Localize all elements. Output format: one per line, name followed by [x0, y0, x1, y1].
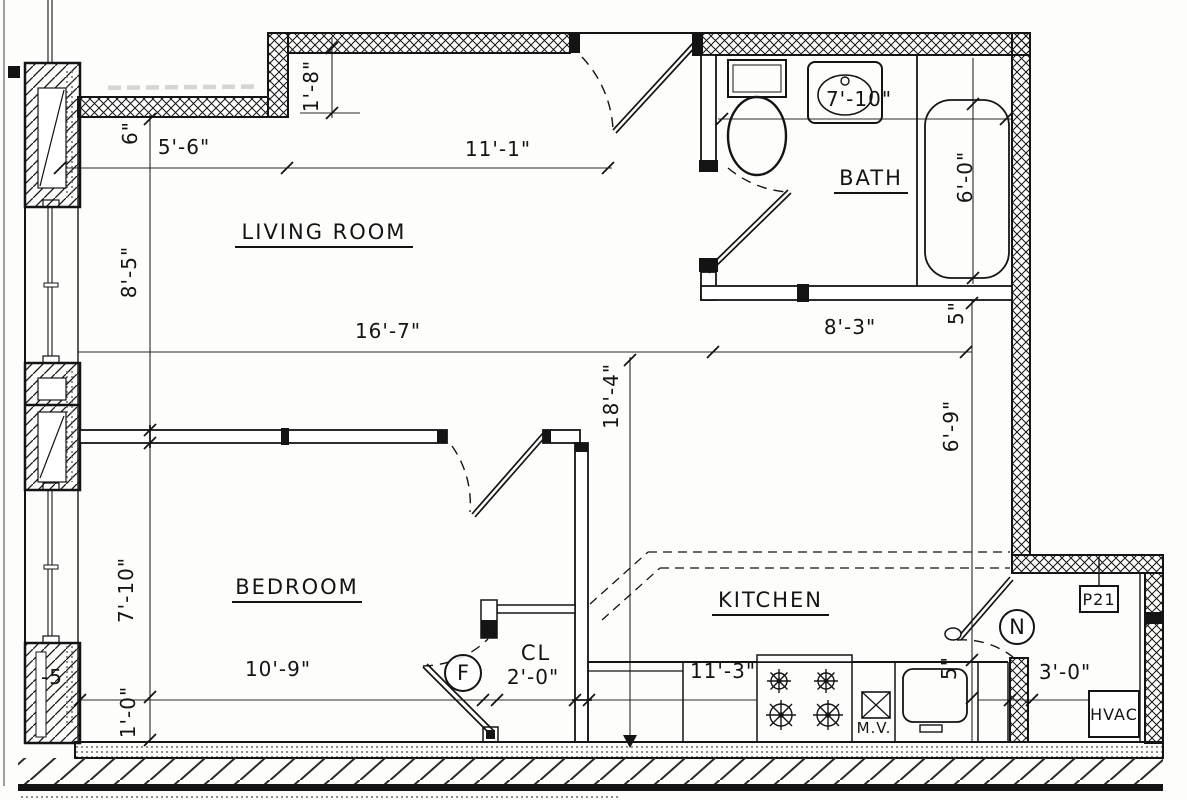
closet-north-wall — [496, 604, 576, 614]
door-tag-f: F — [444, 654, 482, 692]
microwave-vent-label: M.V. — [856, 719, 892, 737]
dim-nook-width: 3'-0" — [1038, 660, 1092, 684]
entry-door — [581, 41, 698, 134]
closet-label: CL — [520, 641, 552, 665]
toilet — [726, 59, 788, 177]
wall-pier-bottom — [23, 641, 82, 745]
dimension-ticks — [53, 41, 1039, 748]
living-room-label: LIVING ROOM — [235, 220, 413, 248]
east-wall — [1011, 32, 1031, 556]
bathtub — [924, 99, 1010, 279]
kitchen-label: KITCHEN — [712, 588, 829, 616]
dim-top-jog: 1'-8" — [299, 59, 323, 113]
wall-jog — [267, 32, 289, 118]
dim-bath-width: 7'-10" — [825, 87, 893, 111]
south-wall-band — [18, 741, 1164, 798]
nook-east-wall — [1144, 572, 1164, 744]
window-wall — [23, 0, 82, 745]
dim-bedroom-height: 7'-10" — [114, 556, 138, 624]
microwave-vent — [861, 691, 891, 719]
bath-north-wall — [692, 32, 1031, 56]
living-north-wall — [77, 96, 269, 118]
bath-door — [705, 167, 792, 274]
bath-south-wall — [700, 285, 1013, 301]
door-tag-n: N — [999, 609, 1035, 645]
nook-door — [944, 576, 1014, 658]
bath-label: BATH — [834, 166, 908, 194]
dim-wall-jog: 5" — [944, 301, 968, 325]
hvac-unit: HVAC — [1088, 690, 1140, 738]
bedroom-north-wall — [79, 429, 448, 444]
dim-living-height: 8'-5" — [117, 245, 141, 299]
kitchen-stub-wall — [1009, 657, 1029, 743]
dim-wall-offset: 6" — [118, 121, 142, 145]
bedroom-door — [451, 432, 547, 518]
dim-living-width: 16'-7" — [354, 319, 422, 343]
upper-cabinets-dashed — [589, 551, 1010, 621]
bedroom-label: BEDROOM — [232, 575, 362, 603]
dim-hall-width: 8'-3" — [823, 315, 877, 339]
dim-bedroom-width: 10'-9" — [244, 657, 312, 681]
dim-corner-note: -5 — [41, 665, 63, 689]
wall-pier-top — [23, 61, 82, 209]
dim-counter-end: 5" — [937, 656, 961, 680]
dim-kitchen-depth: 6'-9" — [939, 399, 963, 453]
dim-closet-width: 2'-0" — [506, 665, 560, 689]
kitchen-sink — [902, 668, 968, 733]
panel-tag-p21: P21 — [1079, 585, 1119, 613]
stove — [756, 654, 853, 730]
nook-north-wall — [1011, 554, 1164, 574]
dim-counter-run: 11'-3" — [689, 659, 757, 683]
bath-sink — [807, 61, 883, 124]
dim-tub-length: 6'-0" — [953, 150, 977, 204]
dim-entry-left: 5'-6" — [157, 135, 211, 159]
dim-base-offset: 1'-0" — [116, 685, 140, 739]
kitchen-casework — [587, 551, 1010, 742]
faded-text-artifact — [108, 84, 258, 91]
bath-fixtures — [726, 59, 1010, 279]
dim-entry-top: 11'-1" — [464, 137, 532, 161]
wall-pier-middle — [23, 361, 82, 492]
interior-walls — [79, 54, 1013, 743]
doors — [422, 41, 1014, 735]
walkway-hatch — [18, 758, 1163, 784]
dim-unit-depth: 18'-4" — [599, 362, 623, 430]
